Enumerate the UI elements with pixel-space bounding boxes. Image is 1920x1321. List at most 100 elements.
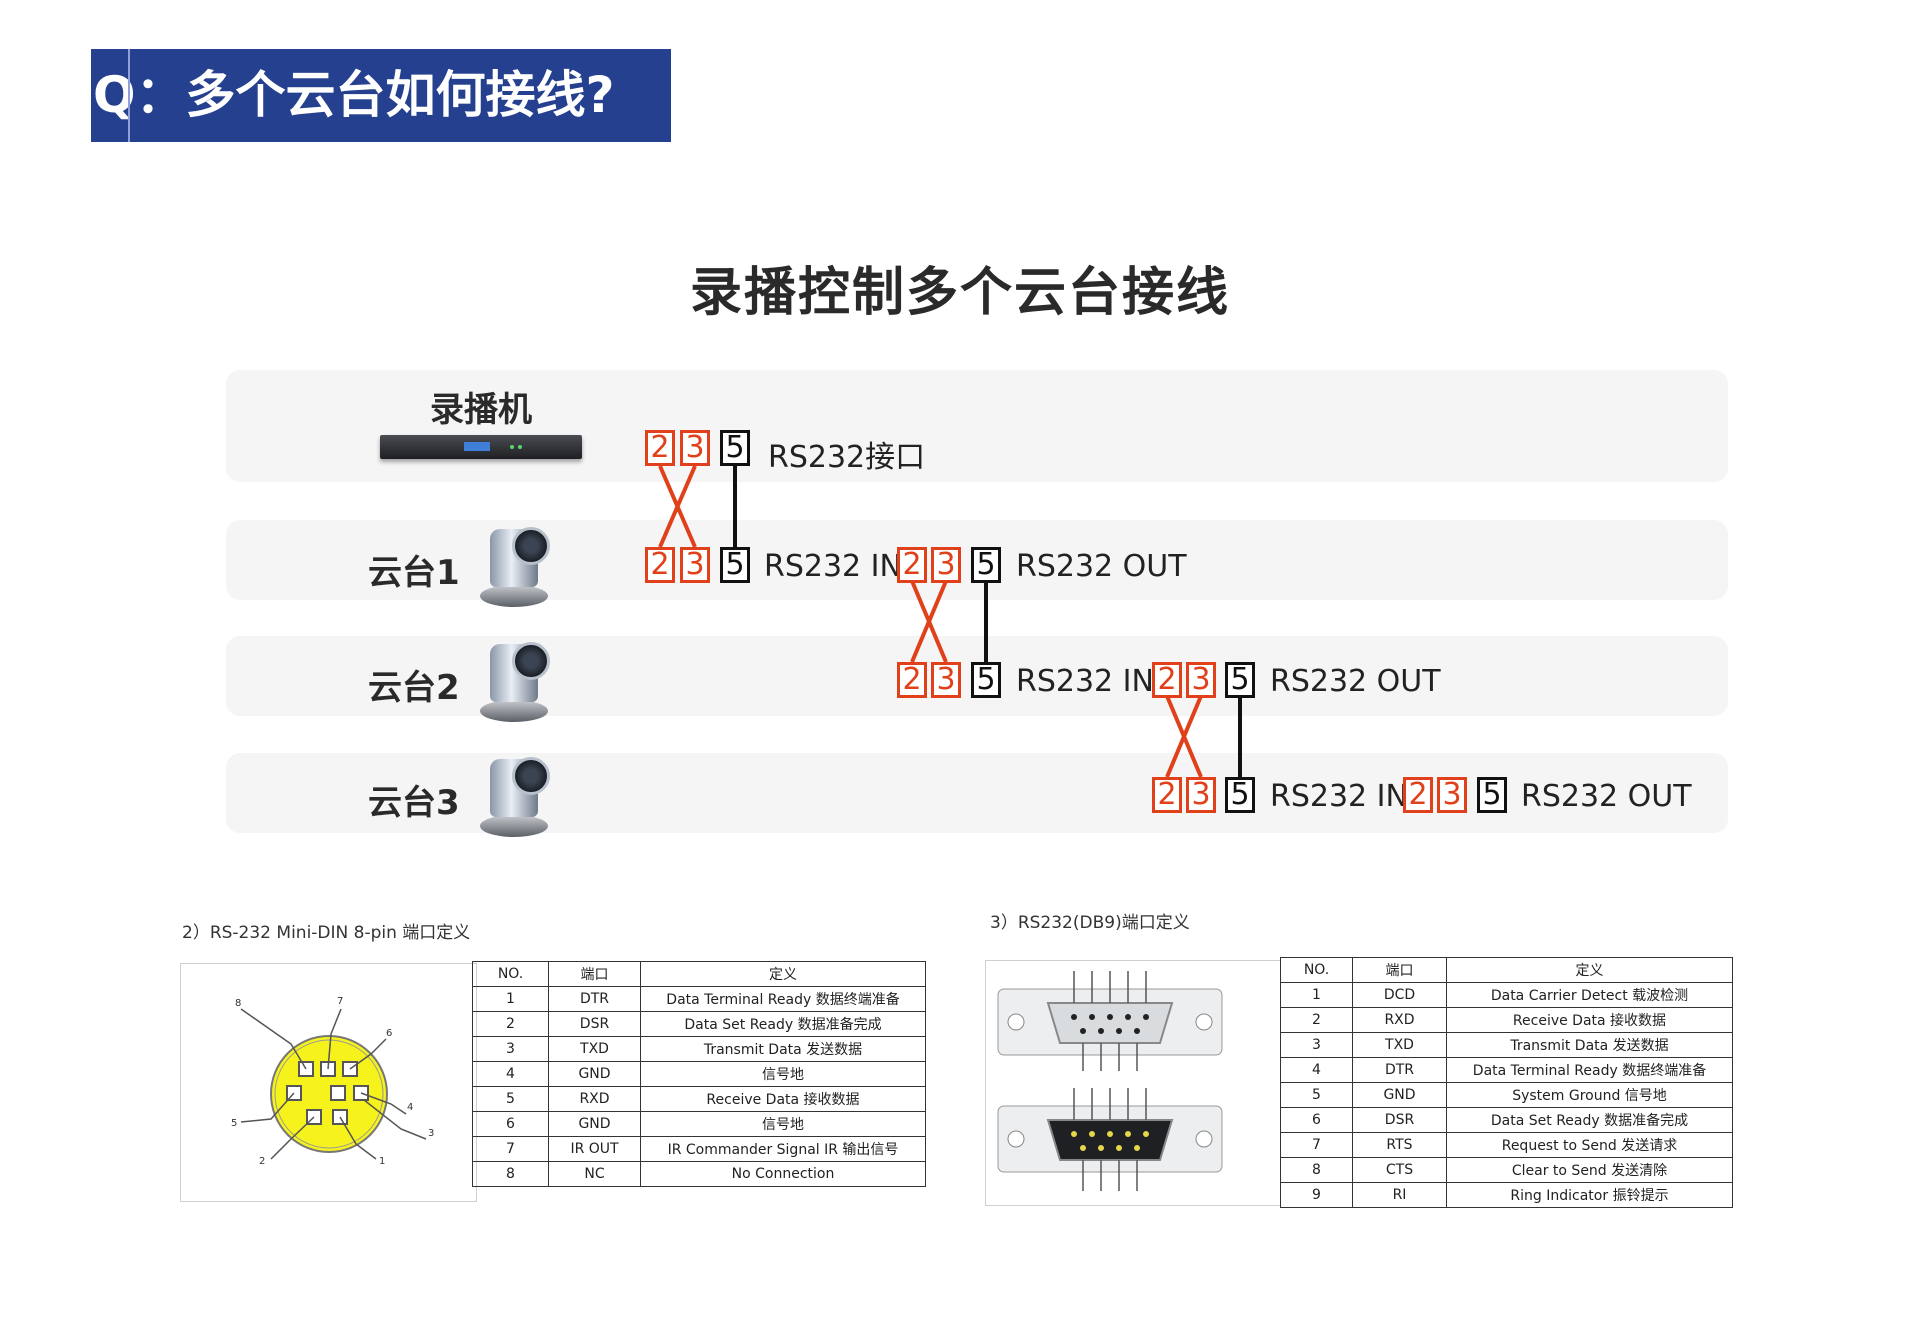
pin-5: 5	[1225, 777, 1255, 813]
ptz-camera-icon	[478, 638, 550, 722]
cell-no: 5	[1280, 1082, 1353, 1108]
pin-3: 3	[680, 430, 710, 466]
column-header: 端口	[548, 961, 641, 987]
minidin-caption: 2）RS-232 Mini-DIN 8-pin 端口定义	[182, 923, 471, 943]
rs232-in-label: RS232 IN	[764, 549, 902, 584]
minidin-connector-image: 8 7 6 5 4 3 2 1	[180, 963, 477, 1202]
cell-definition: System Ground 信号地	[1446, 1082, 1733, 1108]
pin-3: 3	[931, 662, 961, 698]
minidin-connector-drawing: 8 7 6 5 4 3 2 1	[231, 996, 434, 1167]
cell-definition: IR Commander Signal IR 输出信号	[640, 1136, 926, 1162]
rs232-in-label: RS232 IN	[1270, 779, 1408, 814]
cell-no: 8	[472, 1161, 549, 1187]
cell-no: 1	[472, 986, 549, 1012]
cell-port: RTS	[1352, 1132, 1447, 1158]
db9-connector-drawing	[997, 971, 1223, 1191]
cell-no: 6	[1280, 1107, 1353, 1133]
column-header: NO.	[1280, 957, 1353, 983]
column-header: 定义	[1446, 957, 1733, 983]
pin-5: 5	[1477, 777, 1507, 813]
cell-definition: No Connection	[640, 1161, 926, 1187]
cell-no: 2	[472, 1011, 549, 1037]
banner-divider	[128, 49, 130, 142]
ptz-camera-icon	[478, 753, 550, 837]
rs232-out-label: RS232 OUT	[1270, 664, 1441, 699]
cell-no: 7	[1280, 1132, 1353, 1158]
cross-wire	[910, 580, 948, 663]
cell-no: 6	[472, 1111, 549, 1137]
cell-no: 4	[1280, 1057, 1353, 1083]
rs232-out-label: RS232 OUT	[1016, 549, 1187, 584]
recorder-label: 录播机	[430, 390, 532, 430]
pin-2: 2	[1403, 777, 1433, 813]
pin-5: 5	[971, 662, 1001, 698]
minidin-pin-number: 5	[231, 1118, 237, 1129]
cell-no: 9	[1280, 1182, 1353, 1208]
cell-port: TXD	[548, 1036, 641, 1062]
cell-definition: Clear to Send 发送清除	[1446, 1157, 1733, 1183]
cross-wire	[1165, 695, 1203, 778]
pin-2: 2	[645, 547, 675, 583]
db9-male-connector	[997, 971, 1223, 1071]
cell-no: 3	[472, 1036, 549, 1062]
cell-definition: Transmit Data 发送数据	[1446, 1032, 1733, 1058]
question-text: Q：多个云台如何接线?	[93, 66, 615, 124]
cell-port: CTS	[1352, 1157, 1447, 1183]
cell-port: TXD	[1352, 1032, 1447, 1058]
rs232-out-label: RS232 OUT	[1521, 779, 1692, 814]
recorder-device-image	[380, 435, 582, 459]
pin-2: 2	[645, 430, 675, 466]
cell-port: NC	[548, 1161, 641, 1187]
ptz-camera-icon	[478, 523, 550, 607]
column-header: NO.	[472, 961, 549, 987]
cell-definition: 信号地	[640, 1111, 926, 1137]
cell-no: 2	[1280, 1007, 1353, 1033]
cell-definition: Receive Data 接收数据	[640, 1086, 926, 1112]
pin-3: 3	[1437, 777, 1467, 813]
cell-port: GND	[548, 1061, 641, 1087]
camera3-label: 云台3	[368, 783, 460, 823]
diagram-title: 录播控制多个云台接线	[689, 263, 1230, 323]
table-header-row: NO. 端口 定义	[1280, 957, 1733, 983]
db9-caption: 3）RS232(DB9)端口定义	[990, 913, 1190, 933]
cell-definition: Ring Indicator 振铃提示	[1446, 1182, 1733, 1208]
cell-port: DTR	[1352, 1057, 1447, 1083]
pin-5: 5	[720, 547, 750, 583]
cell-definition: Request to Send 发送请求	[1446, 1132, 1733, 1158]
pin-5: 5	[1225, 662, 1255, 698]
cell-definition: Receive Data 接收数据	[1446, 1007, 1733, 1033]
cross-wire	[658, 465, 697, 548]
cell-definition: Data Carrier Detect 载波检测	[1446, 982, 1733, 1008]
cell-port: DSR	[1352, 1107, 1447, 1133]
minidin-pin-number: 2	[259, 1156, 265, 1167]
cell-port: RXD	[1352, 1007, 1447, 1033]
pin-2: 2	[1152, 777, 1182, 813]
cell-no: 1	[1280, 982, 1353, 1008]
pin-5: 5	[720, 430, 750, 466]
cell-definition: 信号地	[640, 1061, 926, 1087]
cell-no: 7	[472, 1136, 549, 1162]
column-header: 定义	[640, 961, 926, 987]
pin-3: 3	[931, 547, 961, 583]
pin-3: 3	[1186, 777, 1216, 813]
minidin-pin-number: 6	[386, 1028, 392, 1039]
pin-5: 5	[971, 547, 1001, 583]
minidin-pin-number: 4	[407, 1102, 413, 1113]
recorder-port-label: RS232接口	[768, 440, 926, 475]
cell-no: 3	[1280, 1032, 1353, 1058]
cell-port: GND	[1352, 1082, 1447, 1108]
minidin-pin-number: 3	[428, 1128, 434, 1139]
db9-female-connector	[997, 1088, 1223, 1191]
